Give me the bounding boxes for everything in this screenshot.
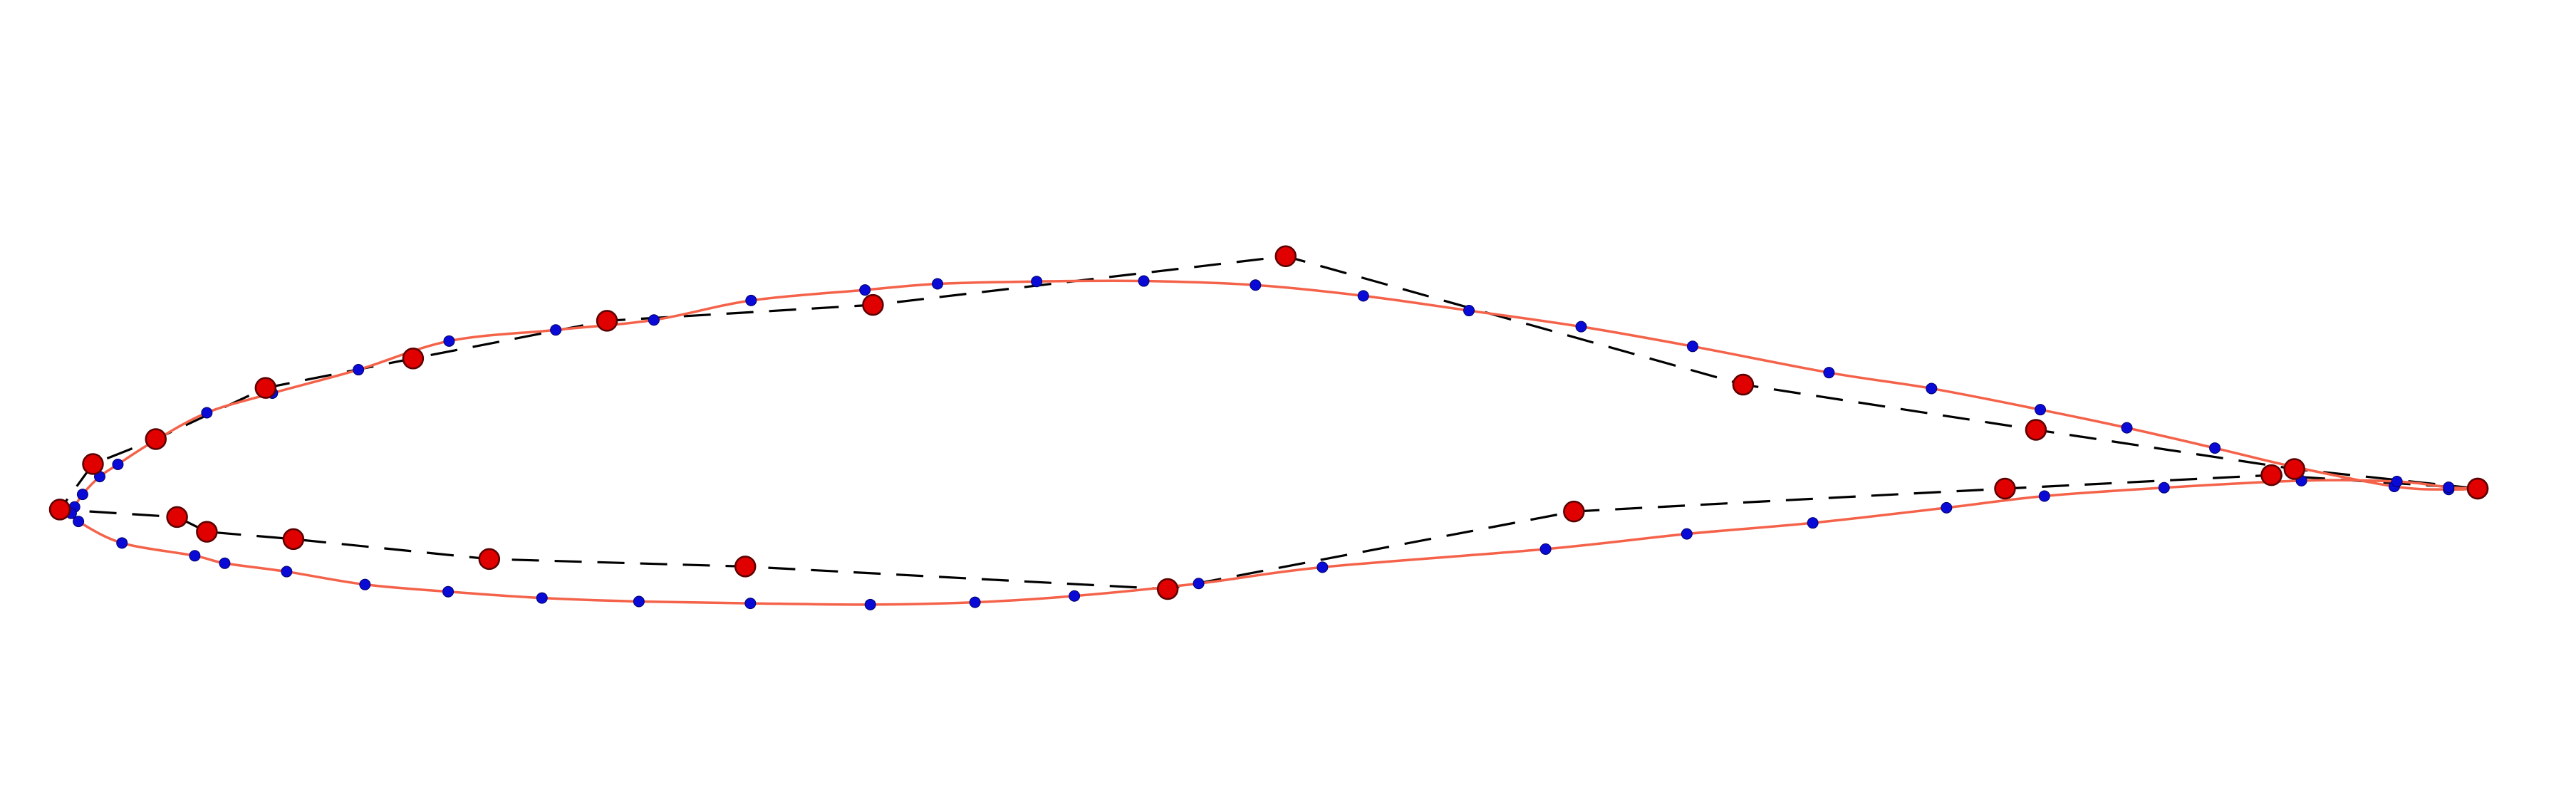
control-point[interactable] bbox=[734, 556, 757, 578]
sample-point bbox=[859, 284, 871, 296]
sample-point bbox=[969, 596, 981, 608]
control-point[interactable] bbox=[254, 377, 277, 399]
control-point[interactable] bbox=[2466, 477, 2489, 500]
sample-point bbox=[2038, 490, 2050, 502]
sample-point bbox=[2121, 422, 2133, 434]
control-point[interactable] bbox=[1563, 500, 1585, 523]
control-polygon bbox=[57, 255, 2478, 590]
control-point[interactable] bbox=[1156, 578, 1179, 600]
control-point[interactable] bbox=[2260, 464, 2282, 486]
sample-point bbox=[1316, 561, 1329, 573]
sample-point bbox=[2443, 481, 2455, 494]
control-point[interactable] bbox=[1994, 477, 2016, 500]
control-point[interactable] bbox=[2283, 458, 2305, 480]
sample-point bbox=[648, 314, 660, 326]
sample-point bbox=[219, 557, 231, 569]
sample-point bbox=[76, 489, 88, 501]
sample-points-layer bbox=[65, 275, 2455, 610]
sample-point bbox=[745, 294, 757, 306]
control-point[interactable] bbox=[166, 506, 188, 528]
airfoil-curve-layer bbox=[70, 279, 2478, 606]
control-polygon-layer bbox=[57, 255, 2478, 590]
control-points-layer bbox=[48, 245, 2489, 600]
sample-point bbox=[2391, 475, 2403, 487]
sample-point bbox=[1463, 305, 1475, 317]
sample-point bbox=[2209, 442, 2221, 454]
sample-point bbox=[536, 592, 548, 604]
sample-point bbox=[442, 585, 455, 598]
sample-point bbox=[353, 364, 365, 376]
sample-point bbox=[1681, 528, 1693, 540]
sample-point bbox=[1926, 382, 1938, 395]
sample-point bbox=[281, 566, 293, 578]
control-point[interactable] bbox=[596, 310, 618, 332]
sample-point bbox=[1575, 321, 1587, 333]
sample-point bbox=[1539, 543, 1552, 555]
sample-point bbox=[1031, 276, 1043, 288]
sample-point bbox=[359, 578, 371, 590]
sample-point bbox=[1193, 578, 1205, 590]
sample-point bbox=[116, 537, 128, 549]
control-point[interactable] bbox=[196, 521, 218, 543]
sample-point bbox=[1807, 517, 1819, 529]
sample-point bbox=[1250, 279, 1262, 291]
control-point[interactable] bbox=[82, 453, 104, 475]
sample-point bbox=[201, 407, 213, 419]
sample-point bbox=[1138, 275, 1150, 287]
control-point[interactable] bbox=[478, 548, 501, 571]
control-point[interactable] bbox=[402, 348, 425, 370]
control-point[interactable] bbox=[145, 428, 167, 450]
control-point[interactable] bbox=[1732, 373, 1755, 396]
sample-point bbox=[1069, 590, 1081, 602]
control-point[interactable] bbox=[282, 528, 305, 551]
sample-point bbox=[2158, 481, 2170, 494]
control-point[interactable] bbox=[2025, 419, 2047, 441]
sample-point bbox=[633, 595, 645, 608]
sample-point bbox=[73, 516, 85, 528]
sample-point bbox=[189, 550, 201, 562]
sample-point bbox=[1357, 290, 1369, 302]
sample-point bbox=[744, 598, 757, 610]
sample-point bbox=[932, 278, 944, 290]
sample-point bbox=[1823, 367, 1835, 379]
sample-point bbox=[550, 324, 562, 336]
control-point[interactable] bbox=[1274, 245, 1297, 267]
control-point[interactable] bbox=[862, 293, 884, 316]
sample-point bbox=[1941, 501, 1953, 514]
sample-point bbox=[1686, 340, 1698, 353]
sample-point bbox=[443, 335, 455, 347]
control-point[interactable] bbox=[48, 499, 71, 521]
airfoil-curve bbox=[70, 279, 2478, 606]
sample-point bbox=[864, 598, 876, 610]
sample-point bbox=[2035, 404, 2047, 416]
sample-point bbox=[112, 458, 124, 470]
